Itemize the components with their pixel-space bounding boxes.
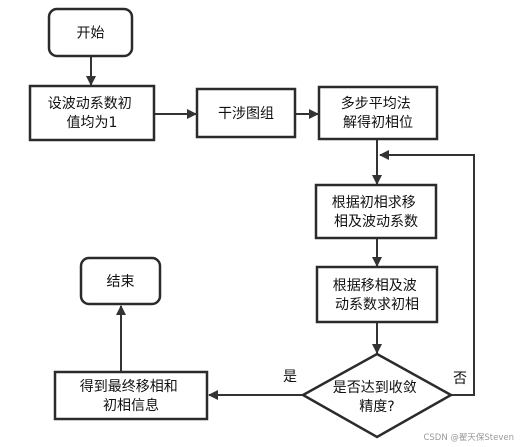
edges [86,56,475,400]
svg-text:多步平均法 解得初相位: 多步平均法 解得初相位 [341,95,415,131]
node-phase-shift: 根据初相求移 相及波动系数 [314,183,438,240]
node-end: 结束 [79,256,162,306]
node-multistep-line-2: 解得初相位 [343,114,413,131]
svg-text:根据移相及波 动系数求初相: 根据移相及波 动系数求初相 [333,278,421,313]
node-converged: 是否达到收敛 精度? [300,352,454,439]
node-end-label: 结束 [107,274,135,290]
svg-text:是否达到收敛 精度?: 是否达到收敛 精度? [333,380,421,415]
node-interferogram-label: 干涉图组 [218,106,274,122]
node-interferogram: 干涉图组 [195,87,297,139]
edge-label-yes: 是 [283,369,297,385]
node-start: 开始 [47,7,134,58]
node-phase-shift-line-1: 根据初相求移 [332,194,416,211]
node-initial-phase: 根据移相及波 动系数求初相 [315,265,439,324]
node-phase-shift-line-2: 相及波动系数 [334,214,418,230]
edge-label-no: 否 [453,371,467,387]
node-start-label: 开始 [77,26,105,42]
node-final-line-2: 初相信息 [103,397,159,414]
node-init-line-1: 设波动系数初 [48,95,132,112]
svg-text:干涉图组: 干涉图组 [218,106,274,122]
node-multistep: 多步平均法 解得初相位 [317,85,439,141]
watermark: CSDN @翟天保Steven [423,432,514,443]
node-final-line-1: 得到最终移相和 [80,378,178,395]
svg-text:结束: 结束 [107,274,135,290]
node-init-line-2: 值均为1 [67,115,118,131]
edge-converged-no-loop [379,150,475,396]
node-converged-line-2: 精度? [359,399,394,415]
svg-text:开始: 开始 [77,26,105,42]
svg-text:得到最终移相和 初相信息: 得到最终移相和 初相信息 [80,378,182,414]
node-initial-phase-line-1: 根据移相及波 [333,278,417,294]
svg-text:设波动系数初 值均为1: 设波动系数初 值均为1 [48,95,136,131]
node-converged-line-1: 是否达到收敛 [333,380,417,396]
node-initial-phase-line-2: 动系数求初相 [335,296,419,313]
node-final: 得到最终移相和 初相信息 [53,370,209,421]
svg-text:根据初相求移 相及波动系数: 根据初相求移 相及波动系数 [332,194,420,230]
node-init: 设波动系数初 值均为1 [28,84,156,142]
node-multistep-line-1: 多步平均法 [341,95,411,112]
